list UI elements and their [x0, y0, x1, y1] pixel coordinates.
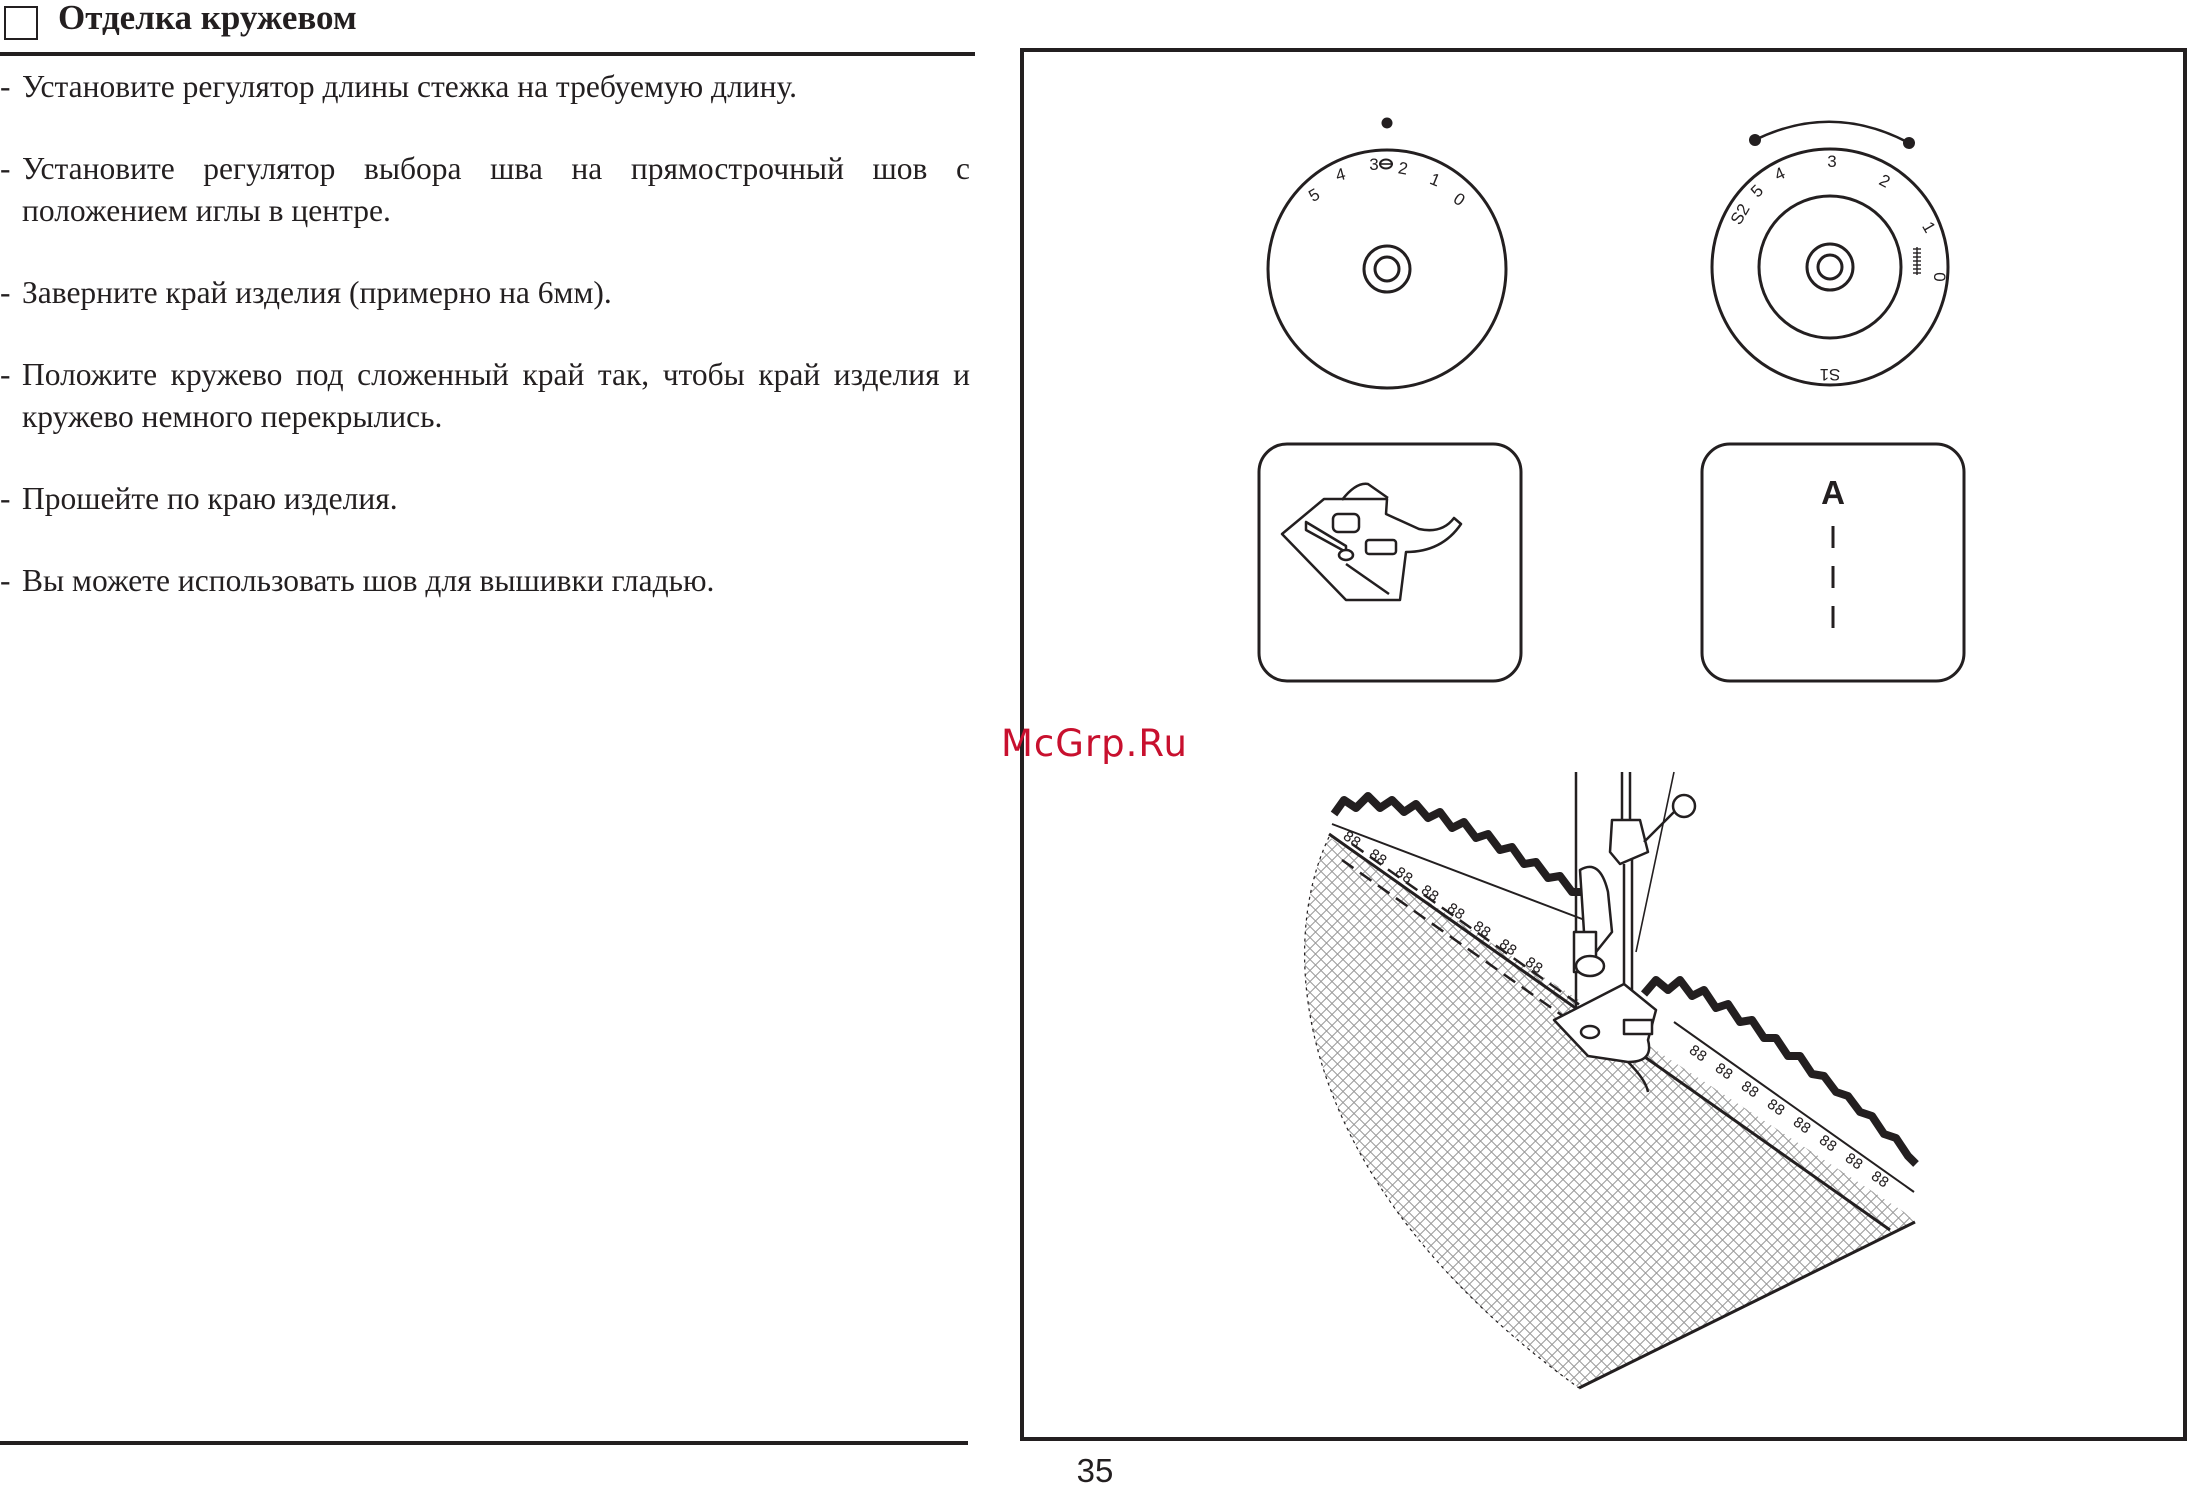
stitch-line [1351, 842, 1595, 1017]
stitch-pattern-letter: A [1821, 474, 1845, 511]
lace-sewing-illustration: 88 88 88 88 88 88 88 88 88 88 88 88 88 8… [1304, 771, 1919, 1390]
step-text: Вы можете использовать шов для вышивки г… [22, 563, 715, 598]
fabric-bottom-edge [1578, 1220, 1916, 1390]
stitch-length-icon [1379, 158, 1393, 170]
stitch-line [1341, 858, 1588, 1035]
step-text: Положите кружево под сложенный край так,… [22, 357, 970, 434]
step-bullet: - [0, 69, 11, 104]
figure-frame: 5 4 3 2 1 0 S2 5 4 3 2 1 0 S1 [1020, 48, 2187, 1441]
dial-label: S1 [1820, 365, 1841, 384]
dial-label: 3 [1827, 152, 1836, 171]
step-bullet: - [0, 481, 11, 516]
watermark: McGrp.Ru [1001, 722, 1188, 765]
instruction-step: -Прошейте по краю изделия. [0, 478, 970, 520]
step-bullet: - [0, 151, 11, 186]
instruction-step: -Установите регулятор выбора шва на прям… [0, 148, 970, 232]
dial-indicator-dot [1749, 134, 1761, 146]
lace-mark: 88 [1868, 1168, 1892, 1191]
section-header: Отделка кружевом [0, 0, 975, 56]
dial-label: 0 [1930, 272, 1949, 281]
step-bullet: - [0, 357, 11, 392]
lace-edge [1304, 836, 1580, 1389]
dial-indicator-dot [1381, 117, 1393, 129]
presser-foot-box [1257, 442, 1523, 683]
bottom-rule [0, 1441, 968, 1445]
instruction-step: -Вы можете использовать шов для вышивки … [0, 560, 970, 602]
section-checkbox[interactable] [4, 6, 38, 40]
section-title: Отделка кружевом [58, 0, 357, 37]
dial-indicator-dot [1903, 137, 1915, 149]
step-text: Заверните край изделия (примерно на 6мм)… [22, 275, 612, 310]
instruction-step: -Заверните край изделия (примерно на 6мм… [0, 272, 970, 314]
lace-mark: 88 [1842, 1150, 1866, 1173]
presser-foot-icon [1280, 482, 1463, 602]
instruction-list: -Установите регулятор длины стежка на тр… [0, 66, 970, 642]
figure-illustration: 5 4 3 2 1 0 S2 5 4 3 2 1 0 S1 [1257, 117, 1966, 1390]
step-bullet: - [0, 563, 11, 598]
page-number: 35 [1076, 1452, 1114, 1489]
sewing-machine-needle-assembly [1552, 771, 1697, 1093]
lace-fabric [1304, 837, 1915, 1388]
stitch-pattern-box: A [1700, 442, 1966, 683]
stitch-length-dial[interactable]: 5 4 3 2 1 0 [1266, 117, 1508, 390]
step-text: Установите регулятор выбора шва на прямо… [22, 151, 970, 228]
buttonhole-scale-icon [1913, 247, 1921, 275]
dial-label: 2 [1397, 158, 1410, 178]
step-text: Прошейте по краю изделия. [22, 481, 398, 516]
pattern-selector-dial[interactable]: S2 5 4 3 2 1 0 S1 [1710, 120, 1950, 387]
instruction-step: -Положите кружево под сложенный край так… [0, 354, 970, 438]
step-bullet: - [0, 275, 11, 310]
dial-label: 3 [1369, 155, 1378, 174]
step-text: Установите регулятор длины стежка на тре… [22, 69, 797, 104]
instruction-step: -Установите регулятор длины стежка на тр… [0, 66, 970, 108]
